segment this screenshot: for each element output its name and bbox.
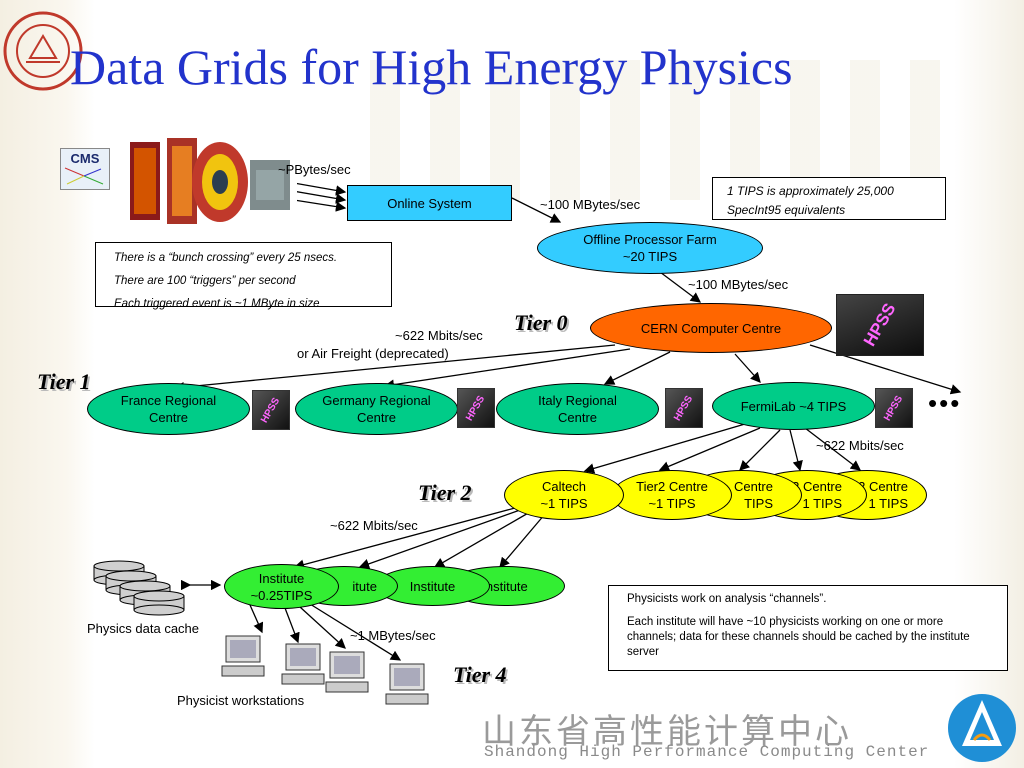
workstation-icon-3	[325, 651, 369, 693]
university-seal-icon	[3, 11, 83, 91]
germany-regional-centre-node: Germany Regional Centre	[295, 383, 458, 435]
physicists-note: Physicists work on analysis “channels”. …	[608, 585, 1008, 671]
more-centres-ellipsis: •••	[928, 388, 962, 418]
france-regional-centre-node: France Regional Centre	[87, 383, 250, 435]
offline-farm-line2: ~20 TIPS	[622, 249, 678, 264]
germany-centre-line1: Germany Regional	[322, 393, 431, 408]
background-pattern	[340, 60, 960, 200]
online-system-node: Online System	[347, 185, 512, 221]
tips-note: 1 TIPS is approximately 25,000 SpecInt95…	[712, 177, 946, 220]
tier2-centre3-line2: TIPS	[744, 496, 773, 511]
institute3-line1: Institute	[409, 578, 456, 594]
france-centre-line1: France Regional	[120, 393, 217, 408]
germany-centre-line2: Centre	[356, 410, 397, 425]
page-title: Data Grids for High Energy Physics	[70, 39, 793, 95]
tier2-label: Tier 2	[418, 480, 472, 505]
tier1-label: Tier 1	[37, 369, 91, 394]
institute-node-3: Institute	[375, 566, 490, 606]
offline-farm-line1: Offline Processor Farm	[583, 232, 717, 247]
cern-computer-centre-node: CERN Computer Centre	[590, 303, 832, 353]
fermilab-hpss-icon: HPSS	[875, 388, 913, 428]
offline-cern-rate-label: ~100 MBytes/sec	[688, 277, 789, 292]
tier0-tier1-rate-line1: ~622 Mbits/sec	[395, 328, 483, 343]
tips-note-line1: 1 TIPS is approximately 25,000	[727, 184, 894, 198]
footer-chinese-name: 山东省高性能计算中心	[482, 713, 852, 751]
caltech-line1: Caltech	[541, 479, 587, 494]
institute1-line1: Institute	[258, 570, 305, 586]
physicist-workstations-label: Physicist workstations	[177, 693, 305, 708]
italy-centre-line1: Italy Regional	[538, 393, 617, 408]
offline-farm-node: Offline Processor Farm ~20 TIPS	[537, 222, 763, 274]
disk-storage-icon	[93, 560, 185, 616]
fermilab-centre-node: FermiLab ~4 TIPS	[712, 382, 875, 430]
hpss-storage-icon: HPSS	[836, 294, 924, 356]
fermilab-centre-line1: FermiLab ~4 TIPS	[740, 398, 847, 414]
tier0-label: Tier 0	[514, 310, 568, 335]
tier2-centre4-line2: 1 TIPS	[802, 496, 842, 511]
cms-logo: CMS	[60, 148, 110, 190]
institute1-line2: ~0.25TIPS	[250, 587, 313, 603]
italy-centre-line2: Centre	[557, 410, 598, 425]
cern-centre-label: CERN Computer Centre	[640, 320, 782, 336]
tier2-centre2-line2: ~1 TIPS	[648, 496, 696, 511]
hpss-label: HPSS	[859, 299, 900, 350]
caltech-centre-node: Caltech ~1 TIPS	[504, 470, 624, 520]
institute2-line1: itute	[352, 578, 377, 594]
bunch-crossing-note: There is a “bunch crossing” every 25 nse…	[95, 242, 392, 310]
tier0-tier1-rate-line2: or Air Freight (deprecated)	[297, 346, 449, 361]
italy-hpss-icon: HPSS	[665, 388, 703, 428]
institute4-line1: Institute	[482, 578, 528, 594]
france-centre-line2: Centre	[148, 410, 189, 425]
germany-hpss-icon: HPSS	[457, 388, 495, 428]
workstation-icon-1	[221, 635, 265, 677]
fermilab-hpss-label: HPSS	[882, 393, 906, 423]
france-hpss-icon: HPSS	[252, 390, 290, 430]
tier2-centre-node-2: Tier2 Centre ~1 TIPS	[612, 470, 732, 520]
tier2-centre4-line1: 2 Centre	[792, 479, 842, 494]
bunch-note-line2: There are 100 “triggers” per second	[114, 275, 296, 287]
tier2-centre2-line1: Tier2 Centre	[636, 479, 708, 494]
footer-english-name: Shandong High Performance Computing Cent…	[484, 743, 930, 761]
tips-note-line2: SpecInt95 equivalents	[727, 203, 846, 217]
tier2-centre3-line1: Centre	[733, 479, 773, 494]
tier4-label: Tier 4	[453, 662, 507, 687]
left-decoration	[0, 0, 95, 768]
hpc-center-logo-icon	[948, 694, 1016, 762]
bunch-note-line1: There is a “bunch crossing” every 25 nse…	[114, 252, 338, 264]
tier2-centre5-line1: 2 Centre	[858, 479, 908, 494]
institute-workstation-rate-label: ~1 MBytes/sec	[350, 628, 436, 643]
italy-regional-centre-node: Italy Regional Centre	[496, 383, 659, 435]
caltech-line2: ~1 TIPS	[540, 496, 588, 511]
workstation-icon-4	[385, 663, 429, 705]
tier1-tier2-rate-label: ~622 Mbits/sec	[816, 438, 904, 453]
physics-data-cache-label: Physics data cache	[87, 621, 200, 636]
tier2-institute-rate-label: ~622 Mbits/sec	[330, 518, 418, 533]
institute-node-1: Institute ~0.25TIPS	[224, 564, 339, 609]
physicists-note-line2: Each institute will have ~10 physicists …	[627, 616, 970, 658]
italy-hpss-label: HPSS	[672, 393, 696, 423]
detector-rate-label: ~PBytes/sec	[278, 162, 351, 177]
germany-hpss-label: HPSS	[464, 393, 488, 423]
cms-detector-image	[122, 130, 297, 230]
workstation-icon-2	[281, 643, 325, 685]
online-offline-rate-label: ~100 MBytes/sec	[540, 197, 641, 212]
tier2-centre5-line2: 1 TIPS	[868, 496, 908, 511]
physicists-note-line1: Physicists work on analysis “channels”.	[627, 593, 827, 605]
france-hpss-label: HPSS	[259, 395, 283, 425]
bunch-note-line3: Each triggered event is ~1 MByte in size	[114, 298, 320, 310]
